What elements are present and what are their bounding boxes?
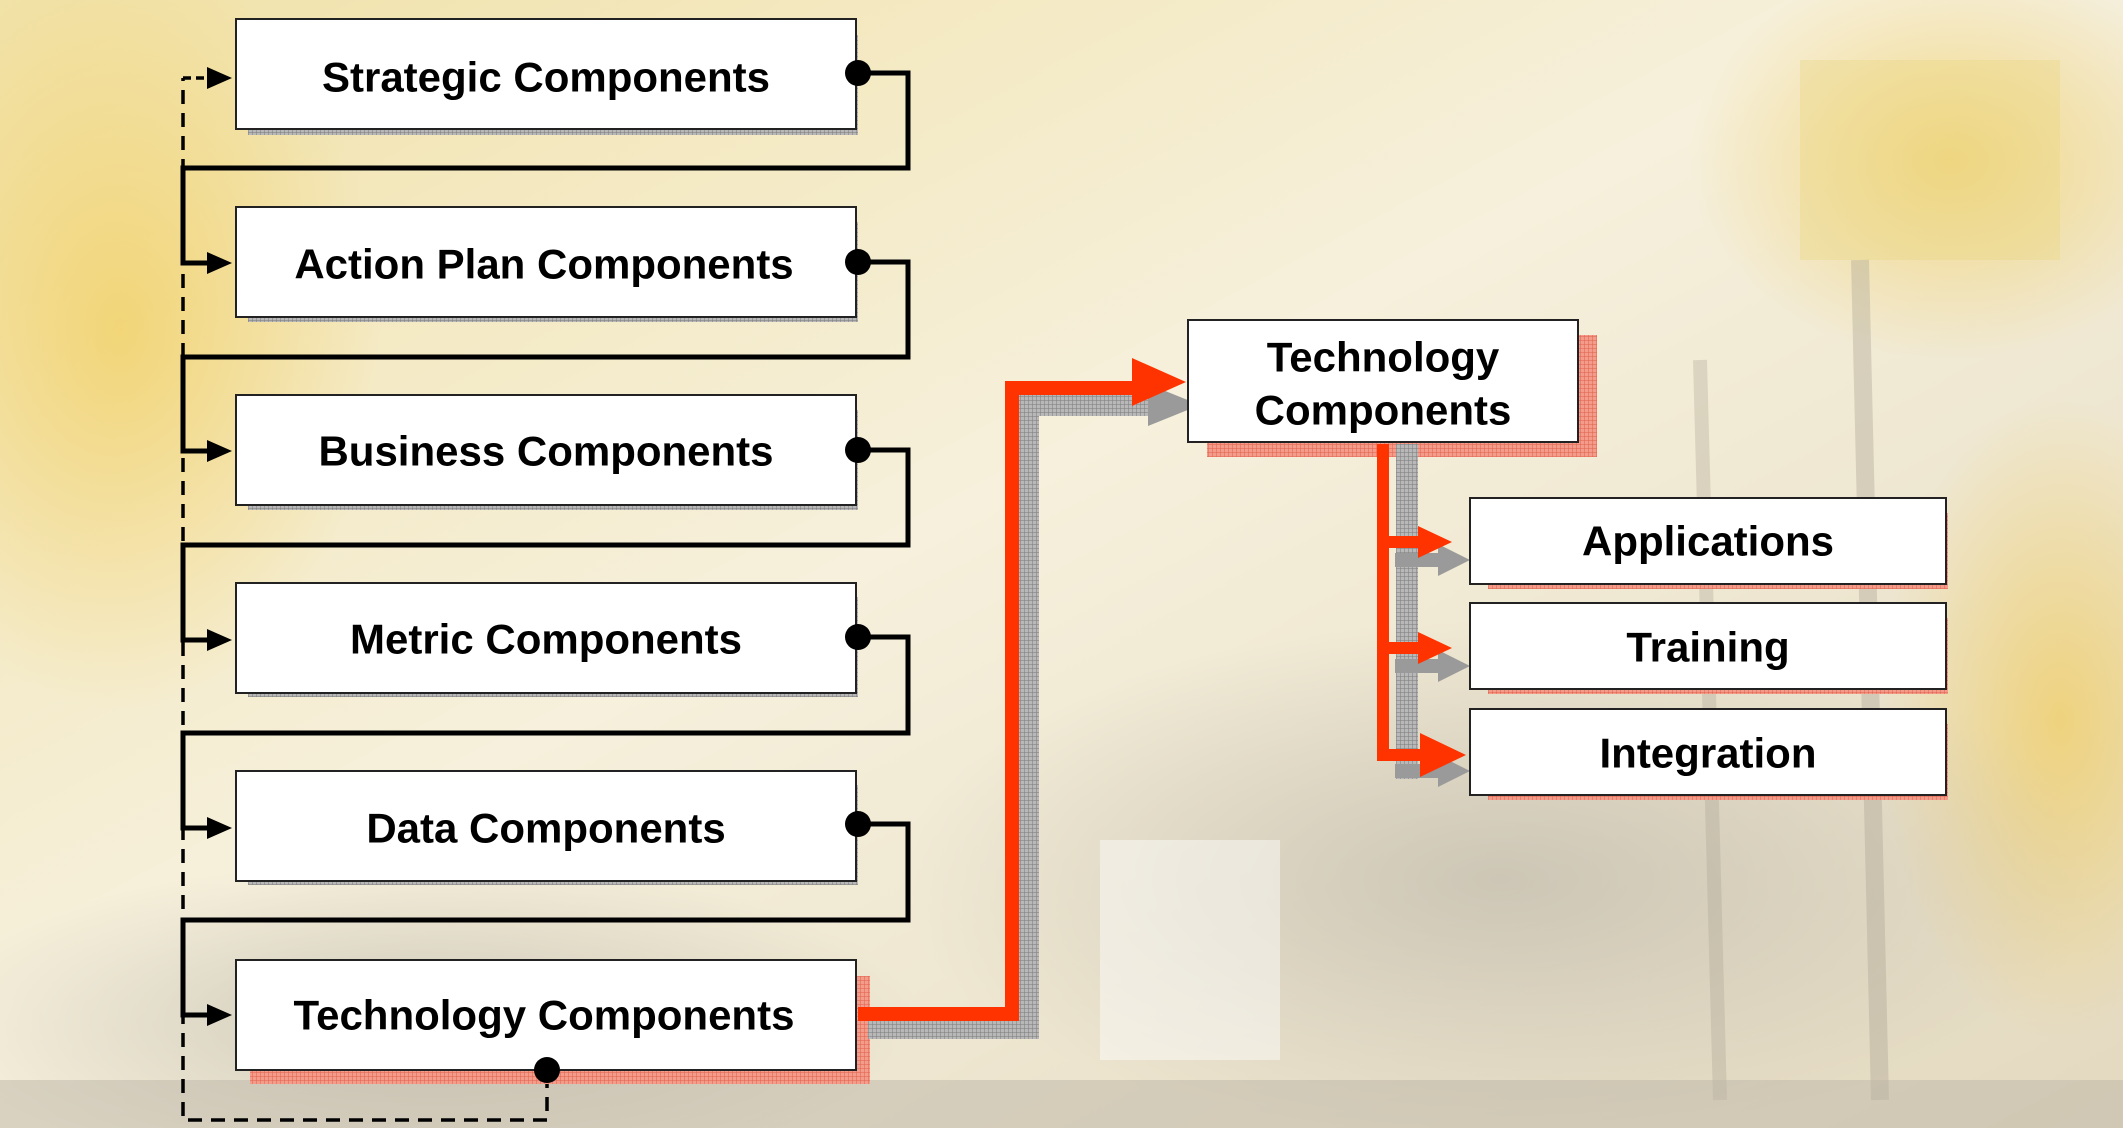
connector-metric-to-data [180, 624, 911, 839]
branch-arrow-training [1383, 632, 1470, 682]
connector-business-to-metric [180, 437, 911, 651]
box-technology[interactable] [235, 959, 857, 1071]
box-metric[interactable] [235, 582, 857, 694]
connector-action-plan-to-business [180, 249, 911, 462]
child-integration-label: Integration [1600, 730, 1817, 777]
detail-title-line2: Components [1255, 387, 1512, 434]
box-technology-label: Technology Components [294, 992, 795, 1039]
box-business-label: Business Components [318, 428, 773, 475]
child-box-training[interactable] [1469, 602, 1947, 690]
detail-box[interactable] [1187, 319, 1579, 443]
box-action-plan-label: Action Plan Components [294, 241, 793, 288]
branch-arrow-integration [1395, 733, 1470, 787]
connector-data-to-technology [180, 811, 911, 1026]
child-box-integration[interactable] [1469, 708, 1947, 796]
box-strategic-label: Strategic Components [322, 54, 770, 101]
box-business[interactable] [235, 394, 857, 506]
connector-strategic-to-action-plan [180, 60, 911, 274]
detail-title-line1: Technology [1267, 334, 1500, 381]
branch-arrow-applications [1383, 526, 1470, 576]
box-data[interactable] [235, 770, 857, 882]
highlight-arrow-shadow [1148, 384, 1200, 426]
feedback-origin-dot [534, 1057, 560, 1083]
highlight-path [858, 381, 1136, 1021]
highlight-arrow-head [1132, 358, 1186, 406]
child-training-label: Training [1626, 624, 1789, 671]
box-data-label: Data Components [366, 805, 725, 852]
box-metric-label: Metric Components [350, 616, 742, 663]
box-strategic[interactable] [235, 18, 857, 130]
child-box-applications[interactable] [1469, 497, 1947, 585]
highlight-path-shadow [868, 394, 1150, 1039]
box-action-plan[interactable] [235, 206, 857, 318]
feedback-arrow-head [207, 67, 232, 89]
child-applications-label: Applications [1582, 518, 1834, 565]
